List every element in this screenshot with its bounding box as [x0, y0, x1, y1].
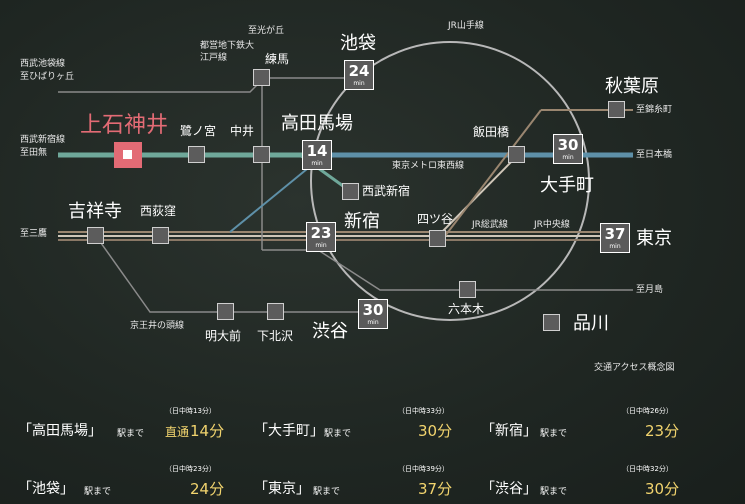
access-note-6: （日中時32分） [622, 465, 673, 473]
station-label-home: 上石神井 [80, 113, 169, 138]
dir-label-hibarigaoka: 至ひばりヶ丘 [20, 72, 75, 82]
access-station-2: 「大手町」 [254, 423, 324, 439]
access-value-1: 14分 [190, 422, 225, 440]
station-label-roppongi: 六本木 [448, 302, 485, 316]
station-label-yotsuya: 四ツ谷 [417, 212, 454, 226]
station-label-kichijoji: 吉祥寺 [68, 201, 122, 222]
dir-label-mitaka: 至三鷹 [20, 229, 48, 239]
station-label-tokyo: 東京 [636, 228, 672, 249]
station-marker-seibushinjuku [342, 183, 359, 200]
map-title: 交通アクセス概念図 [594, 363, 675, 373]
access-note-4: （日中時23分） [165, 465, 216, 473]
dir-label-ikebukuro-line: 西武池袋線 [20, 59, 66, 69]
access-note-5: （日中時39分） [398, 465, 449, 473]
station-label-shinagawa: 品川 [573, 313, 609, 334]
station-label-nishiogikubo: 西荻窪 [140, 204, 177, 218]
station-label-nerima: 練馬 [265, 52, 290, 66]
station-label-meidaimae: 明大前 [205, 329, 242, 343]
station-marker-shimokitazawa [267, 303, 284, 320]
station-label-takadanobaba: 高田馬場 [281, 113, 353, 134]
line-label-chuo: JR中央線 [534, 220, 570, 230]
station-label-iidabashi: 飯田橋 [473, 125, 510, 139]
access-value-2: 30分 [418, 422, 453, 440]
access-note-1: （日中時13分） [165, 407, 216, 415]
station-label-shimokitazawa: 下北沢 [257, 329, 294, 343]
access-station-4: 「池袋」 [18, 481, 74, 497]
station-marker-yotsuya [429, 230, 446, 247]
line-label-tozai: 東京メトロ東西線 [392, 161, 465, 171]
station-marker-iidabashi [508, 146, 525, 163]
station-label-shinjuku: 新宿 [344, 211, 380, 232]
dir-label-oedo: 都営地下鉄大江戸線 [200, 41, 255, 63]
line-label-yamanote: JR山手線 [448, 21, 484, 31]
home-station-marker [114, 142, 142, 168]
station-marker-kichijoji [87, 227, 104, 244]
access-ekimade-5: 駅まで [313, 487, 341, 497]
station-marker-nerima [253, 69, 270, 86]
station-marker-shinagawa [543, 314, 560, 331]
access-note-3: （日中時26分） [622, 407, 673, 415]
access-ekimade-2: 駅まで [324, 429, 352, 439]
line-label-sobu: JR総武線 [472, 220, 508, 230]
access-station-3: 「新宿」 [481, 423, 537, 439]
access-ekimade-1: 駅まで [117, 429, 145, 439]
access-value-5: 37分 [418, 480, 453, 498]
access-station-1: 「高田馬場」 [18, 423, 102, 439]
station-label-shibuya: 渋谷 [312, 321, 348, 342]
access-ekimade-4: 駅まで [84, 487, 112, 497]
dir-label-shinjuku-line: 西武新宿線 [20, 135, 66, 145]
access-ekimade-6: 駅まで [540, 487, 568, 497]
station-marker-nishiogikubo [152, 227, 169, 244]
access-note-2: （日中時33分） [398, 407, 449, 415]
station-label-otemachi: 大手町 [540, 175, 594, 196]
station-marker-nakai [253, 146, 270, 163]
access-station-6: 「渋谷」 [481, 481, 537, 497]
access-value-6: 30分 [645, 480, 680, 498]
access-prefix-1: 直通 [165, 425, 190, 439]
dir-label-hikarigaoka: 至光が丘 [248, 26, 285, 36]
oedo-line-south [317, 249, 633, 291]
line-label-inokashira: 京王井の頭線 [130, 321, 185, 331]
yamanote-line [310, 41, 590, 321]
station-label-akihabara: 秋葉原 [605, 76, 659, 97]
station-label-nakai: 中井 [230, 124, 255, 138]
station-marker-roppongi [459, 281, 476, 298]
access-ekimade-3: 駅まで [540, 429, 568, 439]
station-label-saginomiya: 鷺ノ宮 [180, 124, 217, 138]
sobu-line-1 [437, 154, 519, 237]
access-value-3: 23分 [645, 422, 680, 440]
dir-label-nihonbashi: 至日本橋 [636, 150, 673, 160]
dir-label-tsukishima: 至月島 [636, 285, 664, 295]
station-marker-meidaimae [217, 303, 234, 320]
sobu-line-2 [444, 109, 542, 237]
station-label-seibushinjuku: 西武新宿 [362, 184, 411, 198]
tozai-branch [229, 159, 319, 233]
access-value-4: 24分 [190, 480, 225, 498]
station-marker-akihabara [608, 101, 625, 118]
inokashira-line [95, 235, 374, 313]
station-marker-saginomiya [188, 146, 205, 163]
station-label-ikebukuro: 池袋 [340, 33, 376, 54]
seibu-ikebukuro-line [58, 79, 263, 93]
dir-label-kinshicho: 至錦糸町 [636, 105, 673, 115]
dir-label-tanashi: 至田無 [20, 148, 48, 158]
access-station-5: 「東京」 [254, 481, 310, 497]
